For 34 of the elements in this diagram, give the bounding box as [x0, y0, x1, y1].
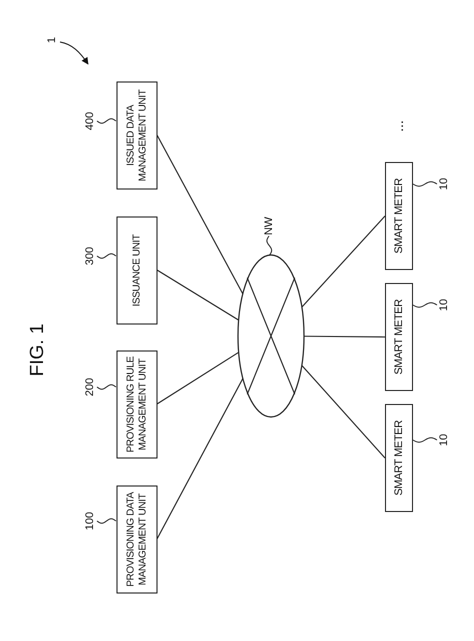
reference-numeral: 300	[84, 246, 96, 266]
unit-box: PROVISIONING RULE MANAGEMENT UNIT	[116, 350, 157, 458]
leader-line	[96, 253, 116, 259]
network-ellipse	[237, 254, 305, 418]
unit-box: SMART METER	[385, 283, 413, 391]
reference-numeral: 10	[438, 298, 450, 312]
connection-line	[156, 270, 239, 321]
leader-line	[96, 518, 116, 524]
connection-line	[156, 134, 244, 294]
continuation-dots: ...	[390, 120, 406, 132]
reference-numeral: 10	[438, 178, 450, 190]
leader-line	[412, 437, 438, 443]
figure-title: FIG. 1	[27, 324, 49, 376]
connection-line	[156, 352, 239, 404]
leader-line	[96, 384, 116, 390]
reference-numeral: NW	[263, 216, 275, 236]
connection-line	[301, 364, 386, 458]
leader-line	[96, 118, 116, 124]
reference-numeral: 200	[84, 378, 96, 396]
unit-box: SMART METER	[385, 162, 413, 270]
unit-box: ISSUED DATA MANAGEMENT UNIT	[116, 81, 157, 189]
connection-line	[301, 216, 386, 308]
connection-line	[156, 378, 244, 540]
leader-line	[266, 236, 272, 256]
reference-numeral: 100	[84, 512, 96, 530]
reference-numeral: 400	[84, 112, 96, 130]
unit-box: PROVISIONING DATA MANAGEMENT UNIT	[116, 485, 157, 593]
connection-line	[304, 336, 385, 338]
leader-line	[412, 181, 438, 187]
leader-line	[412, 302, 438, 308]
reference-numeral: 1	[46, 36, 58, 44]
reference-numeral: 10	[438, 434, 450, 446]
unit-box: SMART METER	[385, 404, 413, 512]
unit-box: ISSUANCE UNIT	[116, 216, 157, 324]
